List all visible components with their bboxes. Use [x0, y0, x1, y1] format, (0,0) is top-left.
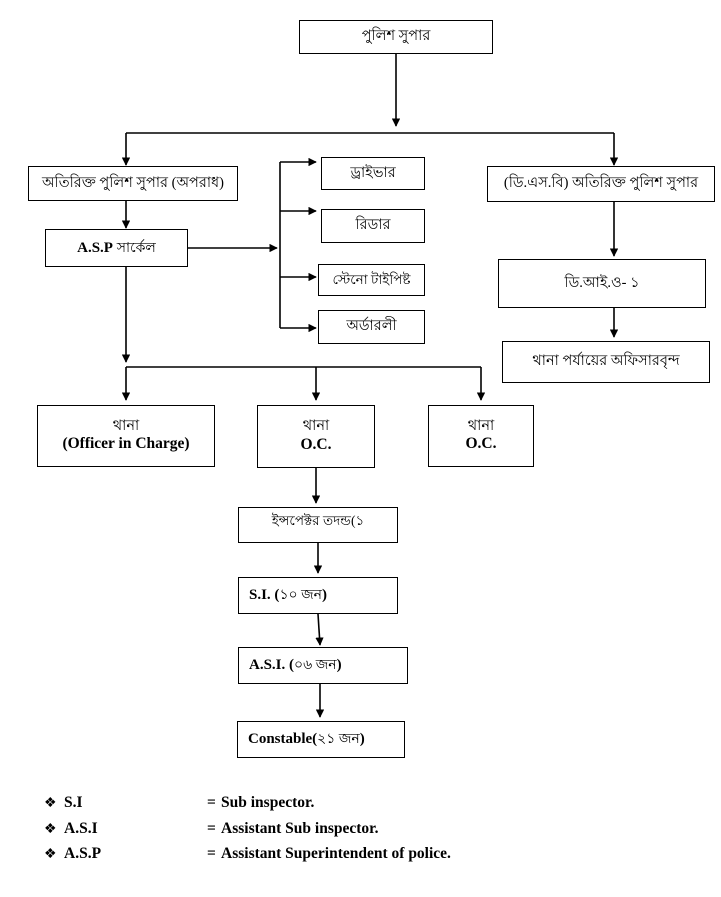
node-thana-officer-in-charge-line1: থানা: [112, 417, 140, 434]
node-police-super[interactable]: পুলিশ সুপার: [299, 20, 493, 54]
node-thana-level-officers-label: থানা পর্যায়ের অফিসারবৃন্দ: [532, 353, 680, 370]
node-steno-typist-label: স্টেনো টাইপিষ্ট: [332, 271, 411, 287]
legend-definition: Sub inspector.: [221, 794, 315, 811]
node-asp-circle[interactable]: A.S.P সার্কেল: [45, 229, 188, 267]
diamond-bullet-icon: ❖: [44, 796, 57, 811]
node-police-super-label: পুলিশ সুপার: [361, 28, 431, 45]
legend-definition: Assistant Sub inspector.: [221, 819, 379, 837]
node-constable-bengali: ২১ জন: [317, 732, 360, 748]
node-steno-typist[interactable]: স্টেনো টাইপিষ্ট: [318, 264, 425, 296]
node-constable-label: Constable(২১ জন): [248, 730, 365, 748]
node-thana-oc-2-line2: O.C.: [300, 435, 332, 453]
node-inspector-investigation-label: ইন্সপেক্টর তদন্ড(১: [271, 513, 365, 528]
diamond-bullet-icon: ❖: [44, 847, 57, 863]
node-si-latin-close: ): [322, 587, 328, 604]
node-asi[interactable]: A.S.I. (০৬ জন): [238, 647, 408, 684]
node-orderly-label: অর্ডারলী: [346, 318, 397, 335]
node-si[interactable]: S.I. (১০ জন): [238, 577, 398, 614]
node-asp-circle-label: A.S.P সার্কেল: [77, 239, 156, 257]
node-inspector-investigation[interactable]: ইন্সপেক্টর তদন্ড(১: [238, 507, 398, 543]
legend-row: ❖ A.S.I = Assistant Sub inspector.: [44, 816, 664, 842]
edge-si-to-asi: [315, 613, 324, 646]
node-dio-1-label: ডি.আই.ও- ১: [564, 274, 640, 291]
node-asi-bengali: ০৬ জন: [294, 658, 337, 674]
node-thana-officer-in-charge-line2: (Officer in Charge): [62, 435, 190, 453]
legend-row: ❖ A.S.P = Assistant Superintendent of po…: [44, 841, 664, 867]
legend-equals: =: [207, 819, 216, 837]
node-constable[interactable]: Constable(২১ জন): [237, 721, 405, 758]
node-thana-oc-2-line1: থানা: [302, 418, 330, 435]
node-asi-latin: A.S.I. (: [249, 657, 295, 674]
node-thana-oc-3-line1: থানা: [467, 417, 495, 434]
node-dio-1[interactable]: ডি.আই.ও- ১: [498, 259, 706, 308]
legend-equals: =: [207, 845, 216, 863]
node-constable-latin: Constable(: [248, 731, 318, 748]
node-asi-label: A.S.I. (০৬ জন): [249, 656, 342, 674]
node-asp-circle-bengali: সার্কেল: [116, 240, 156, 256]
legend-abbr: A.S.P: [64, 845, 102, 863]
node-si-bengali: ১০ জন: [279, 588, 323, 604]
node-si-latin: S.I. (: [249, 587, 280, 604]
node-thana-oc-3[interactable]: থানা O.C.: [428, 405, 534, 467]
node-asp-circle-latin: A.S.P: [77, 239, 113, 256]
legend-definition: Assistant Superintendent of police.: [221, 845, 451, 863]
node-additional-sp-dsb-label: (ডি.এস.বি) অতিরিক্ত পুলিশ সুপার: [503, 175, 699, 192]
node-thana-officer-in-charge[interactable]: থানা (Officer in Charge): [37, 405, 215, 467]
abbreviation-legend: ❖ S.I = Sub inspector. ❖ A.S.I = Assista…: [44, 790, 664, 867]
node-orderly[interactable]: অর্ডারলী: [318, 310, 425, 344]
node-thana-oc-2[interactable]: থানা O.C.: [257, 405, 375, 468]
legend-abbr: A.S.I: [64, 819, 98, 837]
node-additional-sp-crime[interactable]: অতিরিক্ত পুলিশ সুপার (অপরাধ): [28, 166, 238, 201]
diamond-bullet-icon: ❖: [44, 821, 57, 837]
node-driver-label: ড্রাইভার: [350, 164, 396, 181]
node-additional-sp-crime-label: অতিরিক্ত পুলিশ সুপার (অপরাধ): [41, 174, 224, 191]
node-constable-latin-close: ): [359, 731, 365, 748]
legend-row: ❖ S.I = Sub inspector.: [44, 790, 664, 816]
node-reader[interactable]: রিডার: [321, 209, 425, 243]
node-additional-sp-dsb[interactable]: (ডি.এস.বি) অতিরিক্ত পুলিশ সুপার: [487, 166, 715, 202]
node-driver[interactable]: ড্রাইভার: [321, 157, 425, 190]
node-thana-oc-3-line2: O.C.: [465, 435, 497, 453]
node-si-label: S.I. (১০ জন): [249, 586, 327, 604]
legend-abbr: S.I: [64, 794, 83, 811]
node-reader-label: রিডার: [355, 217, 391, 234]
node-asi-latin-close: ): [336, 657, 342, 674]
node-thana-level-officers[interactable]: থানা পর্যায়ের অফিসারবৃন্দ: [502, 341, 710, 383]
legend-equals: =: [207, 794, 216, 811]
